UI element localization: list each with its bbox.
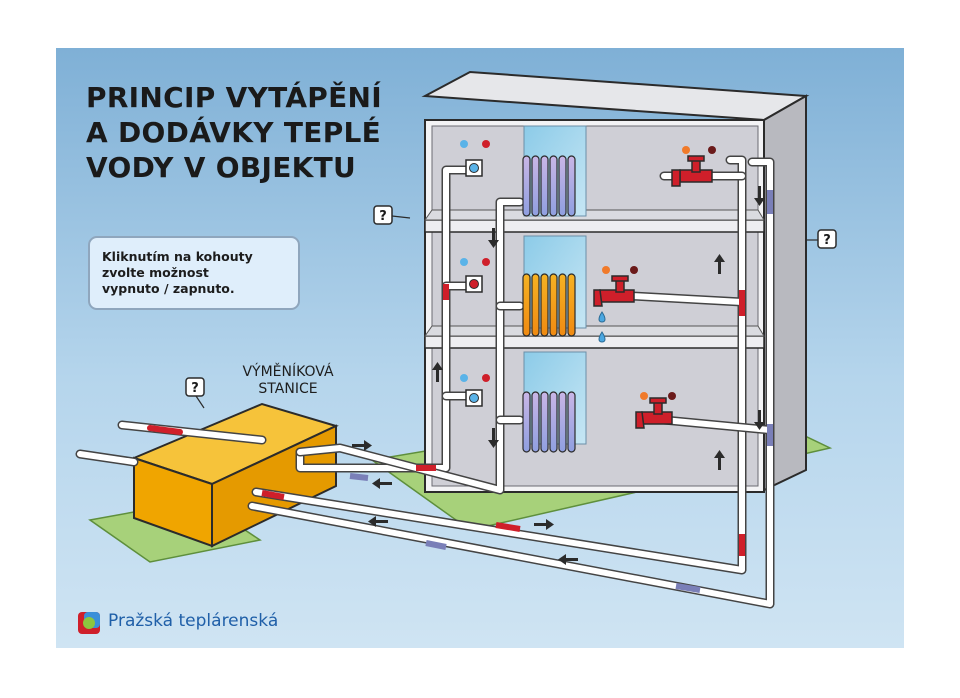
hint-text: Kliknutím na kohouty zvolte možnost vypn…	[102, 249, 253, 297]
hint-line-2: zvolte možnost	[102, 265, 209, 280]
arrow-icon	[488, 428, 499, 448]
radiator-fin	[540, 273, 549, 337]
radiator-icon	[522, 391, 576, 453]
arrow-icon	[714, 450, 725, 470]
help-icon: ?	[191, 381, 199, 396]
arrow-icon	[714, 254, 725, 274]
radiator-fin	[558, 273, 567, 337]
radiator-fin	[567, 273, 576, 337]
valve-icon[interactable]	[460, 374, 490, 407]
radiator-fin	[531, 391, 540, 453]
faucet-icon[interactable]	[635, 392, 676, 429]
title-line-1: PRINCIP VYTÁPĚNÍ	[86, 81, 383, 114]
help-icon: ?	[823, 233, 831, 248]
water-drop-icon	[598, 311, 606, 343]
help-marker-building-right[interactable]: ?	[806, 229, 837, 249]
radiator-icon	[522, 273, 576, 337]
brand-name: Pražská teplárenská	[108, 611, 279, 631]
faucet-icon[interactable]	[671, 146, 716, 187]
arrow-icon	[754, 186, 765, 206]
arrow-icon	[368, 516, 388, 527]
radiator-fin	[531, 273, 540, 337]
hint-line-3: vypnuto / zapnuto.	[102, 281, 235, 296]
radiator-icon	[522, 155, 576, 217]
hint-box: Kliknutím na kohouty zvolte možnost vypn…	[88, 236, 300, 310]
help-marker-station[interactable]: ?	[185, 377, 205, 409]
radiator-fin	[567, 391, 576, 453]
title-line-2: A DODÁVKY TEPLÉ	[86, 116, 382, 149]
radiator-fin	[522, 273, 531, 337]
floor-slabs	[424, 209, 765, 349]
radiator-fin	[549, 155, 558, 217]
radiator-fin	[558, 391, 567, 453]
faucet-icon[interactable]	[593, 266, 638, 307]
arrow-icon	[372, 478, 392, 489]
radiator-fin	[549, 391, 558, 453]
radiator-fin	[549, 273, 558, 337]
arrow-icon	[558, 554, 578, 565]
station-label-line-2: STANICE	[258, 381, 318, 397]
station-label-line-1: VÝMĚNÍKOVÁ	[242, 364, 334, 380]
arrow-icon	[534, 519, 554, 530]
radiator-fin	[567, 155, 576, 217]
pipe-bands	[261, 167, 773, 593]
title-line-3: VODY V OBJEKTU	[86, 151, 357, 184]
radiator-fin	[558, 155, 567, 217]
arrow-icon	[352, 440, 372, 451]
arrow-icon	[432, 362, 443, 382]
radiator-fin	[522, 155, 531, 217]
arrow-icon	[488, 228, 499, 248]
radiator-fin	[522, 391, 531, 453]
radiator-fin	[540, 155, 549, 217]
help-icon: ?	[379, 209, 387, 224]
flow-arrows	[352, 186, 765, 565]
radiator-fin	[531, 155, 540, 217]
district-pipes	[75, 420, 267, 467]
logo-icon	[78, 612, 100, 634]
arrow-icon	[754, 410, 765, 430]
valve-icon[interactable]	[460, 258, 490, 293]
page-title: PRINCIP VYTÁPĚNÍ A DODÁVKY TEPLÉ VODY V …	[86, 80, 416, 185]
station-label: VÝMĚNÍKOVÁ STANICE	[228, 364, 348, 398]
hint-line-1: Kliknutím na kohouty	[102, 249, 253, 264]
exchange-station	[131, 402, 339, 548]
valve-icon[interactable]	[460, 140, 490, 177]
help-marker-building-left[interactable]: ?	[373, 205, 411, 225]
radiator-fin	[540, 391, 549, 453]
